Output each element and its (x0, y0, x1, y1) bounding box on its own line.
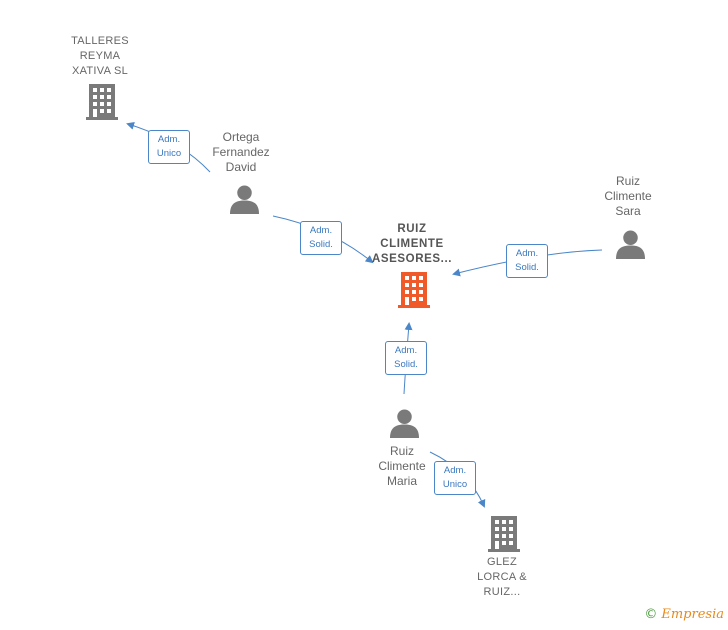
relation-type: Unico (156, 148, 182, 159)
node-label-ruiz-sara[interactable]: Ruiz Climente Sara (604, 174, 652, 218)
brand-logo[interactable]: ©Empresia (644, 607, 724, 622)
relation-badge-sara-main[interactable]: Adm. Solid. (506, 244, 548, 278)
relation-role: Adm. (309, 225, 333, 236)
copyright-icon: © (644, 607, 658, 622)
building-icon[interactable] (488, 516, 520, 552)
relation-type: Solid. (394, 359, 418, 370)
relation-role: Adm. (515, 248, 539, 259)
relation-type: Solid. (309, 239, 333, 250)
node-label-ruiz-maria[interactable]: Ruiz Climente Maria (378, 444, 426, 488)
building-icon[interactable] (86, 84, 118, 120)
node-label-talleres[interactable]: TALLERES REYMA XATIVA SL (71, 35, 129, 77)
person-icon[interactable] (230, 185, 259, 214)
person-icon[interactable] (616, 230, 645, 259)
node-label-main[interactable]: RUIZ CLIMENTE ASESORES... (371, 223, 453, 265)
building-icon[interactable] (398, 272, 430, 308)
relation-badge-maria-glez[interactable]: Adm. Unico (434, 461, 476, 495)
relation-badge-maria-main[interactable]: Adm. Solid. (385, 341, 427, 375)
relation-badge-ortega-main[interactable]: Adm. Solid. (300, 221, 342, 255)
person-icon[interactable] (390, 409, 419, 438)
node-label-glez[interactable]: GLEZ LORCA & RUIZ... (477, 556, 527, 598)
relation-type: Unico (442, 479, 468, 490)
relation-role: Adm. (394, 345, 418, 356)
node-label-ortega[interactable]: Ortega Fernandez David (212, 130, 270, 174)
relation-role: Adm. (157, 134, 181, 145)
relation-type: Solid. (515, 262, 539, 273)
relation-role: Adm. (443, 465, 467, 476)
relation-badge-ortega-talleres[interactable]: Adm. Unico (148, 130, 190, 164)
brand-name: Empresia (661, 607, 724, 622)
